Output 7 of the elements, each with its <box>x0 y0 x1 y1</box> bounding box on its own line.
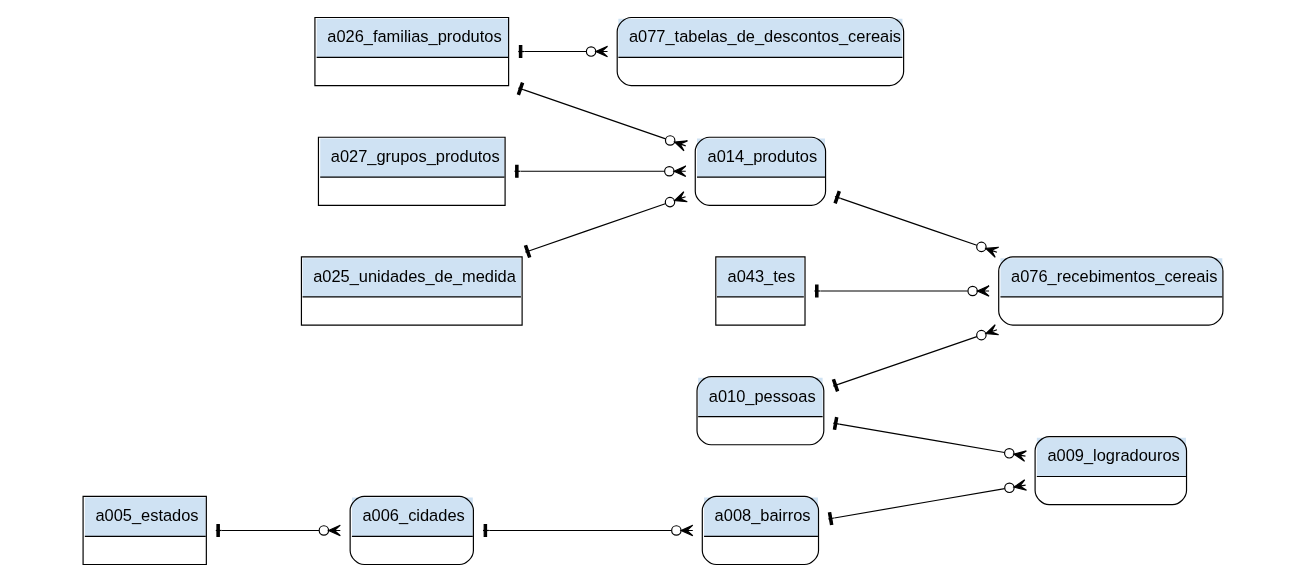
connector <box>813 284 990 298</box>
connector <box>523 191 688 259</box>
connector <box>832 416 1027 462</box>
connector <box>827 479 1028 526</box>
connector <box>831 324 1000 392</box>
connector <box>516 82 688 152</box>
connector <box>833 190 1000 258</box>
